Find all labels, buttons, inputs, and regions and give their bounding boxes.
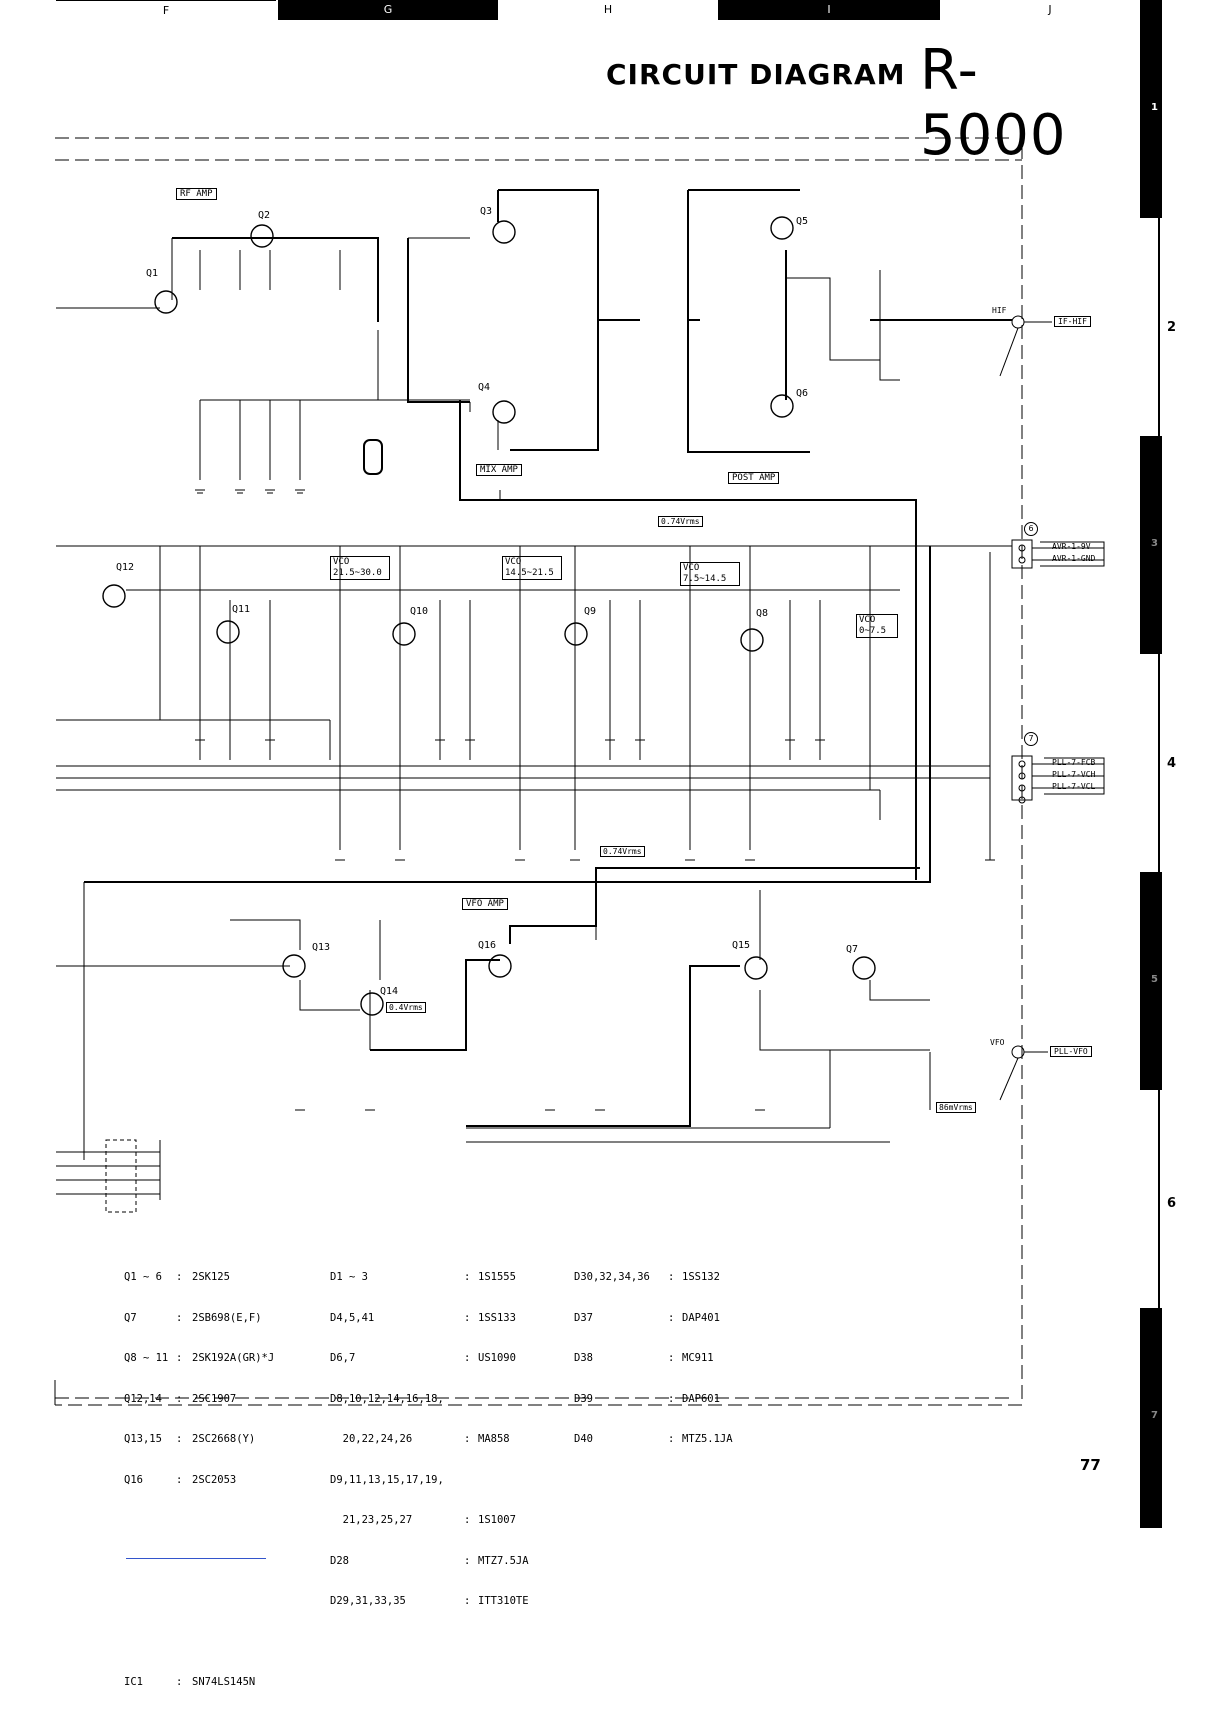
side-tab-3: [1140, 436, 1162, 654]
parts-row: D37:DAP401: [574, 1311, 720, 1324]
parts-row: D38:MC911: [574, 1352, 714, 1364]
side-tab-1: [1140, 0, 1162, 218]
q16-label: Q16: [478, 940, 497, 951]
parts-col-transistors: Q1 ~ 6:2SK125 Q7:2SB698(E,F) Q8 ~ 11:2SK…: [124, 1244, 274, 1717]
side-marker-4: 4: [1166, 756, 1176, 771]
vco-label-2: VCO 14.5~21.5: [502, 556, 562, 580]
q5-label: Q5: [796, 216, 809, 227]
q8-label: Q8: [756, 608, 769, 619]
signal-level-out: 86mVrms: [936, 1102, 976, 1113]
side-marker-5: 5: [1151, 974, 1158, 985]
post-amp-label: POST AMP: [728, 472, 780, 484]
side-marker-2: 2: [1166, 320, 1176, 335]
pll-vcl-label: PLL-7-VCL: [1052, 782, 1096, 791]
parts-row: D40:MTZ5.1JA: [574, 1433, 733, 1445]
parts-row: D6,7:US1090: [330, 1352, 516, 1364]
parts-row: Q8 ~ 11:2SK192A(GR)*J: [124, 1352, 275, 1364]
column-i: I: [718, 0, 940, 20]
q13-label: Q13: [312, 942, 331, 953]
schematic: [54, 137, 1105, 1406]
column-h: H: [498, 0, 718, 20]
parts-row: Q12,14:2SC1907: [124, 1392, 237, 1405]
vco-label-3: VCO 7.5~14.5: [680, 562, 740, 586]
signal-level-vfo: 0.74Vrms: [600, 846, 645, 857]
rf-amp-label: RF AMP: [176, 188, 217, 200]
q9-label: Q9: [584, 606, 597, 617]
pll-vch-label: PLL-7-VCH: [1052, 770, 1096, 779]
parts-row: 21,23,25,27:1S1007: [330, 1514, 516, 1526]
diagram-title: CIRCUIT DIAGRAM R-5000: [600, 38, 1120, 168]
signal-level-mix: 0.74Vrms: [658, 516, 703, 527]
right-border: [1158, 0, 1160, 1528]
column-f: F: [56, 0, 276, 21]
q10-label: Q10: [410, 606, 429, 617]
q4-label: Q4: [478, 382, 491, 393]
q3-label: Q3: [480, 206, 493, 217]
column-band: F G H I J: [0, 0, 1224, 21]
mix-amp-label: MIX AMP: [476, 464, 522, 476]
connector-6-number: 6: [1024, 522, 1038, 536]
q15-label: Q15: [732, 940, 751, 951]
avr-gnd-label: AVR-1-GND: [1052, 554, 1096, 563]
parts-row: IC1:SN74LS145N: [124, 1676, 256, 1688]
column-g: G: [278, 0, 498, 20]
q14-label: Q14: [380, 986, 399, 997]
parts-row: D9,11,13,15,17,19,: [330, 1473, 444, 1486]
parts-row: Q7:2SB698(E,F): [124, 1311, 262, 1324]
side-tab-5: [1140, 872, 1162, 1090]
q1-label: Q1: [146, 268, 159, 279]
signal-level-q14: 0.4Vrms: [386, 1002, 426, 1013]
side-marker-7: 7: [1151, 1410, 1158, 1421]
side-marker-3: 3: [1151, 538, 1158, 549]
parts-row: Q1 ~ 6:2SK125: [124, 1271, 230, 1283]
parts-row: D30,32,34,36:1SS132: [574, 1271, 720, 1283]
side-marker-6: 6: [1166, 1196, 1176, 1211]
q2-label: Q2: [258, 210, 271, 221]
divider: [126, 1558, 266, 1559]
parts-row: Q13,15:2SC2668(Y): [124, 1433, 256, 1445]
pll-vfo-tag: PLL-VFO: [1050, 1046, 1092, 1057]
pll-fcb-label: PLL-7-FCB: [1052, 758, 1096, 767]
side-tab-7: [1140, 1308, 1162, 1528]
q7-label: Q7: [846, 944, 859, 955]
parts-row: [124, 1555, 274, 1569]
parts-col-diodes-b: D30,32,34,36:1SS132 D37:DAP401 D38:MC911…: [574, 1244, 733, 1474]
hif-label: HIF: [992, 306, 1007, 315]
parts-row: [124, 1514, 274, 1528]
vco-label-4: VCO 0~7.5: [856, 614, 898, 638]
title-prefix: CIRCUIT DIAGRAM: [606, 58, 906, 91]
vco-label-1: VCO 21.5~30.0: [330, 556, 390, 580]
parts-row: D8,10,12,14,16,18,: [330, 1392, 444, 1405]
parts-row: D4,5,41:1SS133: [330, 1311, 516, 1324]
parts-row: [124, 1595, 274, 1609]
parts-row: D1 ~ 3:1S1555: [330, 1271, 516, 1283]
vfo-amp-label: VFO AMP: [462, 898, 508, 910]
parts-row: D28:MTZ7.5JA: [330, 1554, 529, 1567]
parts-row: Q16:2SC2053: [124, 1473, 237, 1486]
side-marker-1: 1: [1151, 102, 1158, 113]
q6-label: Q6: [796, 388, 809, 399]
vfo-label: VFO: [990, 1038, 1005, 1047]
avr-9v-label: AVR-1-9V: [1052, 542, 1091, 551]
column-j: J: [940, 0, 1160, 20]
if-hif-tag: IF-HIF: [1054, 316, 1091, 327]
q11-label: Q11: [232, 604, 251, 615]
title-model: R-5000: [920, 38, 1067, 168]
page-number: 77: [1080, 1456, 1101, 1474]
q12-label: Q12: [116, 562, 135, 573]
parts-row: D39:DAP601: [574, 1392, 720, 1405]
parts-row: D29,31,33,35:ITT310TE: [330, 1595, 529, 1607]
parts-row: [124, 1636, 274, 1650]
connector-7-number: 7: [1024, 732, 1038, 746]
parts-col-diodes-a: D1 ~ 3:1S1555 D4,5,41:1SS133 D6,7:US1090…: [330, 1244, 529, 1636]
parts-row: 20,22,24,26:MA858: [330, 1433, 510, 1445]
